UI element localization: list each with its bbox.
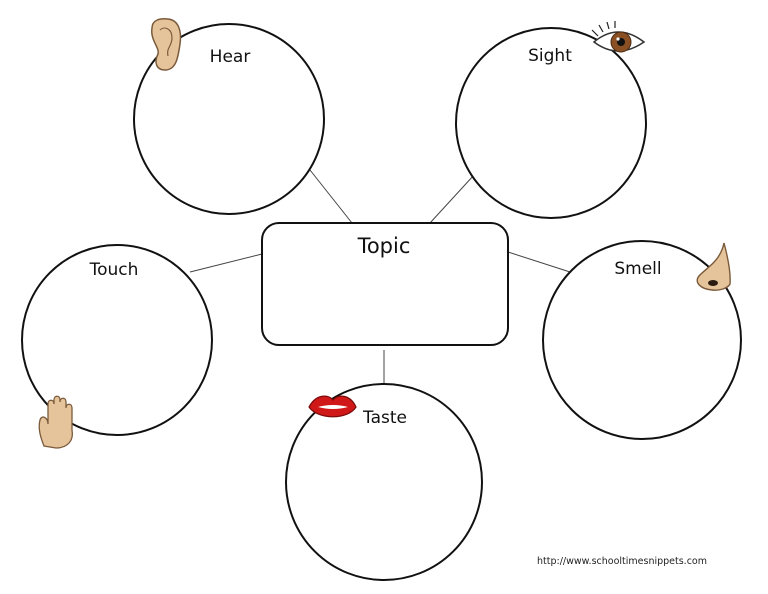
lips-icon	[308, 395, 357, 418]
connector-sight	[429, 174, 475, 224]
connector-hear	[309, 169, 353, 224]
nose-icon	[696, 242, 731, 291]
topic-label: Topic	[357, 234, 411, 258]
smell-circle	[542, 240, 742, 440]
smell-label: Smell	[614, 259, 661, 279]
connector-lines	[189, 169, 571, 385]
topic-box	[261, 222, 509, 346]
ear-icon	[151, 18, 182, 71]
source-url: http://www.schooltimesnippets.com	[537, 556, 707, 567]
connector-smell	[507, 251, 571, 273]
taste-label: Taste	[362, 408, 407, 428]
eye-icon	[591, 21, 646, 53]
hear-circle	[133, 23, 325, 215]
hear-label: Hear	[210, 47, 251, 67]
taste-circle	[285, 383, 483, 581]
touch-circle	[21, 244, 213, 436]
hand-icon	[38, 395, 74, 449]
connector-touch	[189, 253, 263, 273]
sight-circle	[455, 27, 647, 219]
touch-label: Touch	[89, 260, 139, 280]
sight-label: Sight	[528, 46, 572, 66]
